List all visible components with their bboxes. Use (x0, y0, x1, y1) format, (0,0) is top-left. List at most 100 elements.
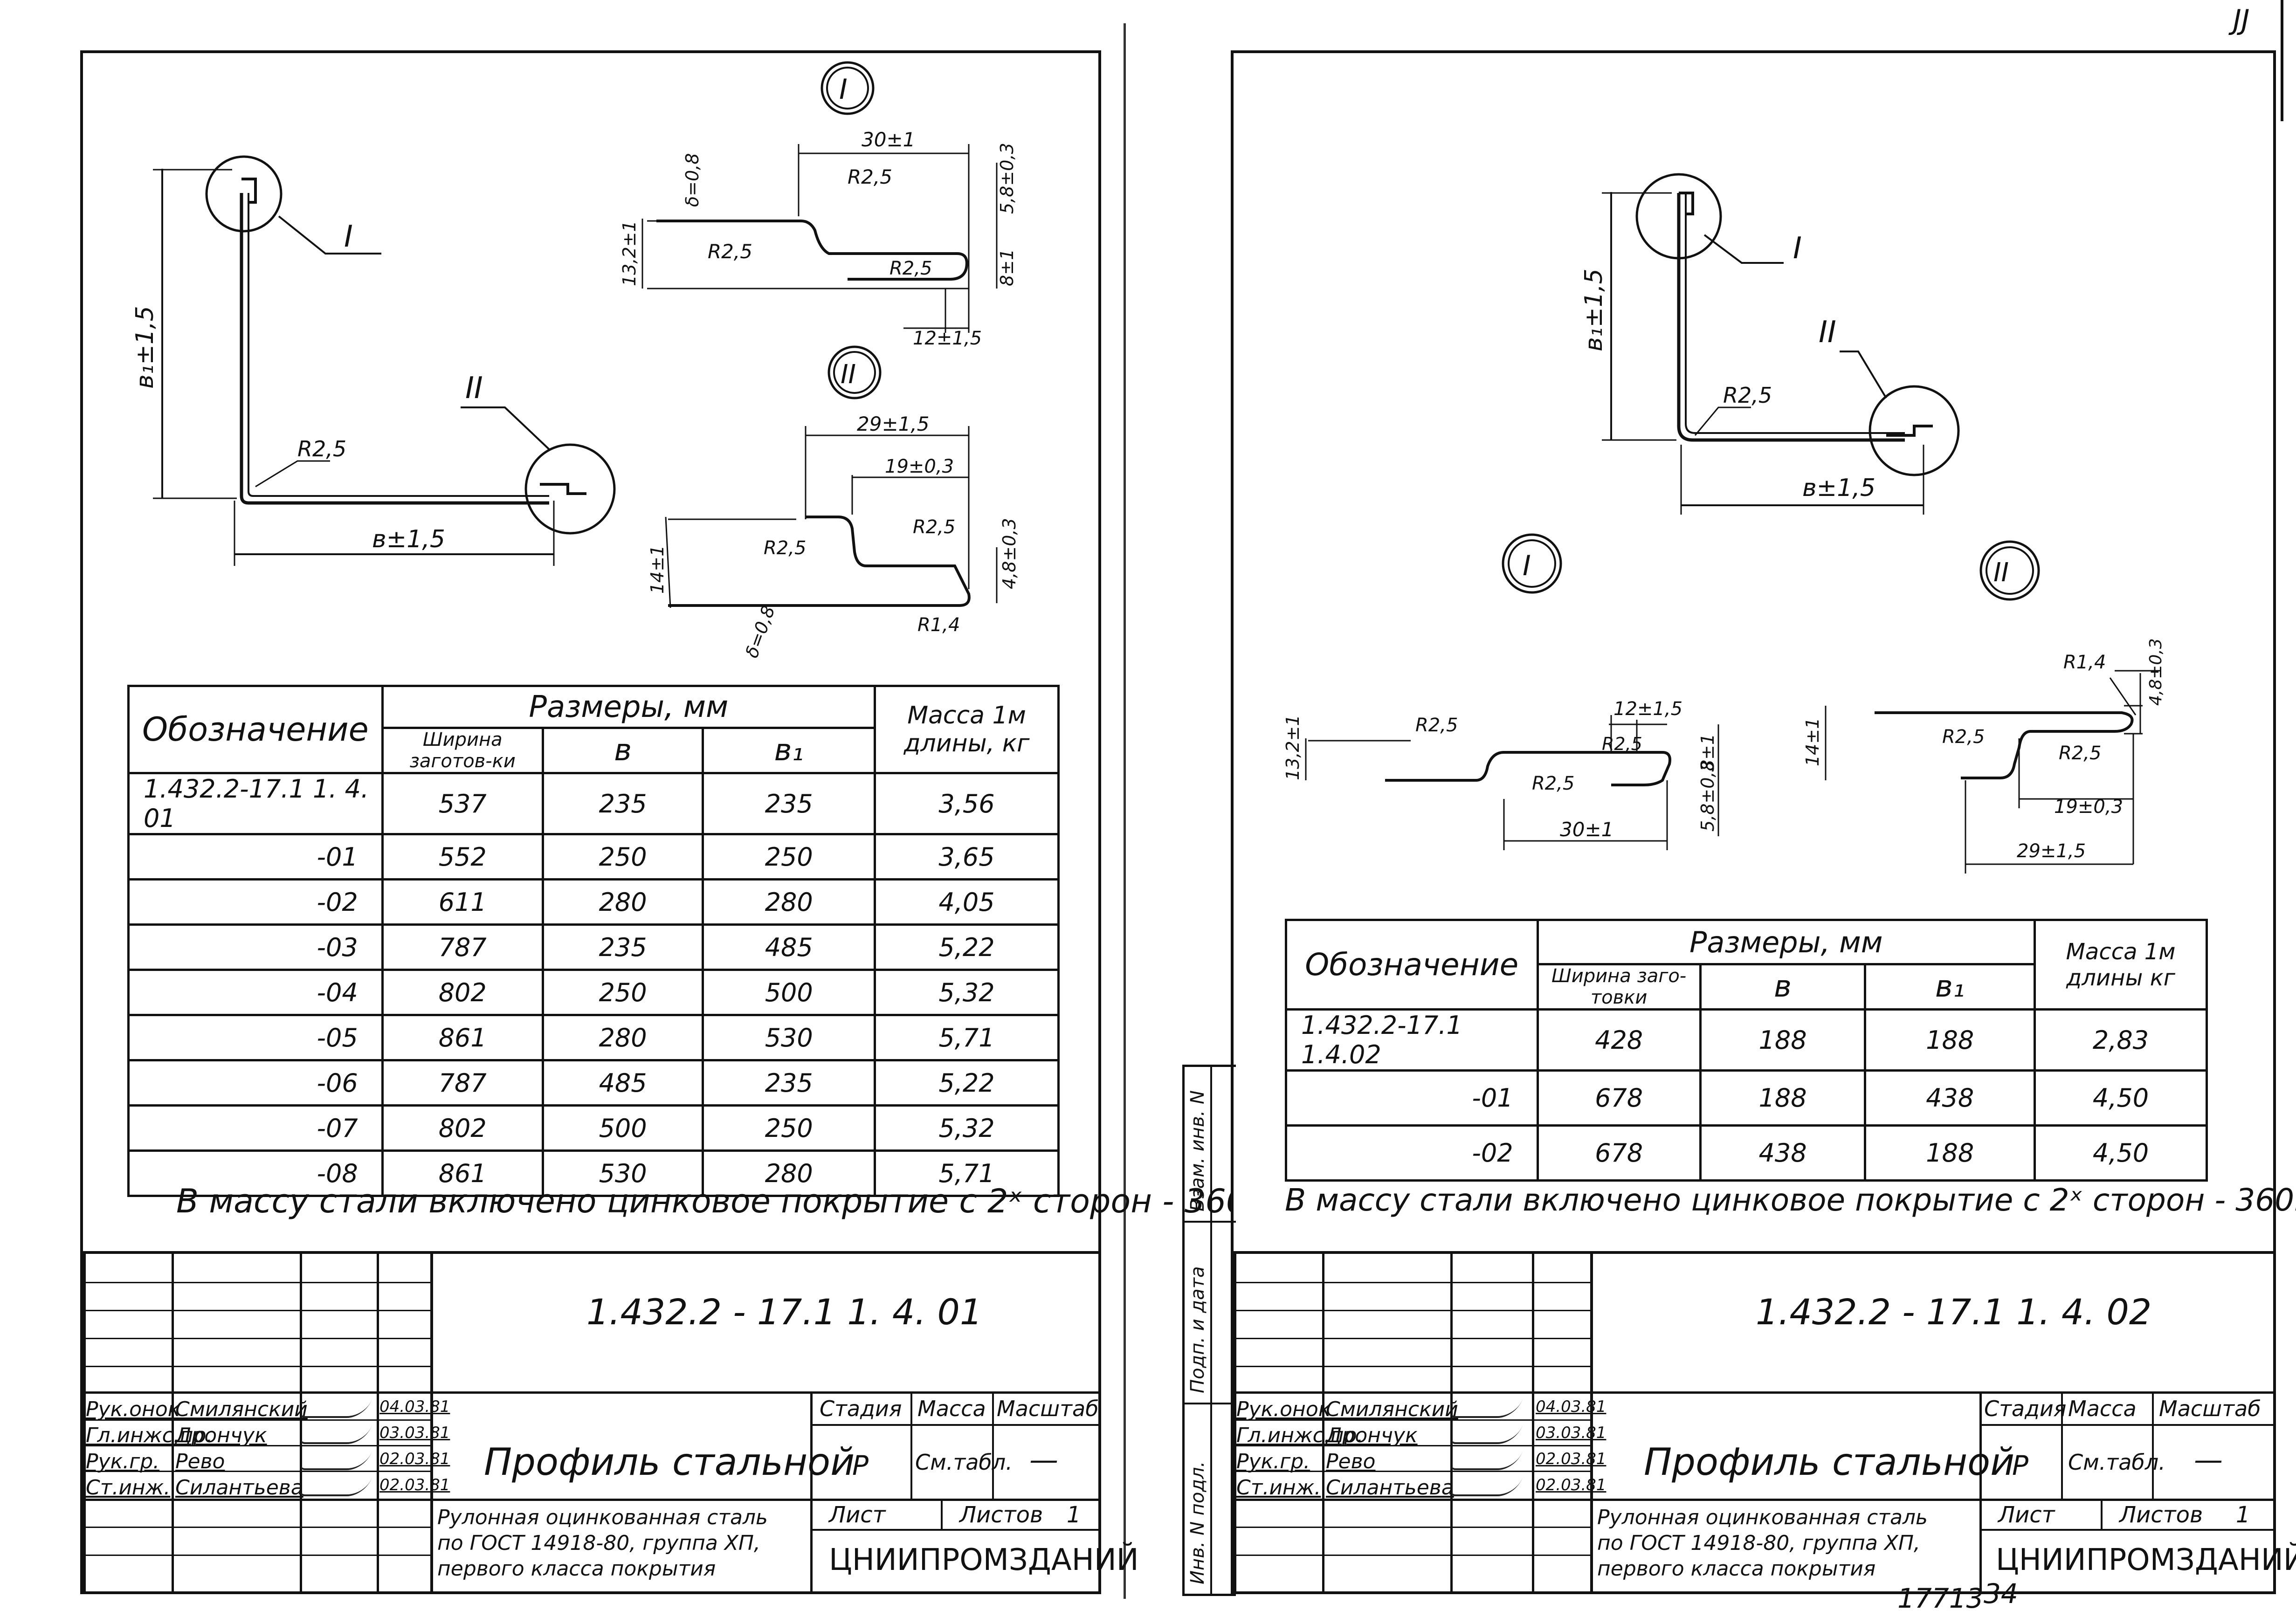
callout-i-label: I (1793, 231, 1802, 266)
drawing-sheet-left: I II в₁±1,5 в±1,5 R2,5 I 30±1 R2,5 R2,5 … (80, 50, 1313, 1594)
cell-b1: 500 (702, 969, 876, 1016)
person-date: 02.03.81 (379, 1450, 450, 1468)
svg-text:R2,5: R2,5 (1602, 734, 1642, 754)
cell-blank-width: 428 (1536, 1008, 1702, 1072)
cell-designation: 1.432.2-17.1 1.4.02 (1285, 1008, 1539, 1072)
cell-b: 500 (541, 1104, 704, 1152)
svg-text:12±1,5: 12±1,5 (913, 328, 982, 349)
cell-mass: 4,50 (2034, 1124, 2208, 1182)
svg-text:R1,4: R1,4 (2063, 652, 2106, 673)
fold-line (1124, 23, 1126, 1599)
person-role: Гл.инжс.пр. (1236, 1424, 1364, 1447)
svg-text:30±1: 30±1 (862, 128, 915, 151)
header-b: в (1699, 963, 1867, 1011)
person-date: 02.03.81 (1536, 1450, 1607, 1468)
cell-designation: -01 (127, 833, 384, 881)
header-dimensions: Размеры, мм (381, 685, 876, 729)
cell-mass: 5,22 (874, 1059, 1060, 1107)
cell-b1: 280 (702, 878, 876, 926)
cell-mass: 5,32 (874, 1104, 1060, 1152)
drawing-code: 1.432.2 - 17.1 1. 4. 01 (586, 1291, 983, 1333)
person-date: 04.03.81 (379, 1397, 450, 1416)
header-designation: Обозначение (1285, 919, 1539, 1011)
header-dimensions: Размеры, мм (1536, 919, 2036, 965)
zinc-coating-note-right: В массу стали включено цинковое покрытие… (1285, 1182, 2296, 1218)
cell-b: 250 (541, 969, 704, 1016)
person-name: Дрончук (175, 1424, 267, 1447)
dim-height-label: в₁±1,5 (1580, 268, 1608, 351)
cell-designation: -03 (127, 923, 384, 971)
cell-designation: -08 (127, 1149, 384, 1197)
person-name: Рево (175, 1450, 225, 1473)
archive-sheet: 34 (1984, 1578, 2018, 1610)
svg-text:R2,5: R2,5 (889, 258, 932, 279)
cell-blank-width: 861 (381, 1014, 544, 1061)
cell-b1: 235 (702, 1059, 876, 1107)
organization: ЦНИИПРОМЗДАНИЙ (829, 1543, 1139, 1577)
mass-value: См.табл. (915, 1450, 1013, 1475)
cell-designation: 1.432.2-17.1 1. 4. 01 (127, 772, 384, 835)
cell-b: 188 (1699, 1069, 1867, 1127)
side-stamp-column: Взам. инв. N Подп. и дата Инв. N подл. (1182, 1065, 1236, 1596)
mass-header: Масса (2068, 1396, 2137, 1421)
person-role: Гл.инжс.пр. (86, 1424, 213, 1447)
detail-i-right: I 12±1,5 R2,5 R2,5 R2,5 13,2±1 8±1 5,8±0… (1282, 533, 1719, 850)
cell-b1: 280 (702, 1149, 876, 1197)
cell-blank-width: 802 (381, 969, 544, 1016)
person-role: Ст.инж. (1236, 1476, 1321, 1500)
scale-header: Масштаб (997, 1396, 1099, 1421)
drawing-title: Профиль стальной (1644, 1440, 2015, 1484)
svg-text:R2,5: R2,5 (848, 165, 892, 188)
cell-designation: -07 (127, 1104, 384, 1152)
svg-text:29±1,5: 29±1,5 (2017, 840, 2086, 862)
cell-b: 250 (541, 833, 704, 881)
dimensions-table-left: Обозначение Размеры, мм Масса 1м длины, … (127, 685, 1060, 1197)
detail-i-left: I 30±1 R2,5 R2,5 R2,5 δ=0,8 5,8±0,3 13,2… (619, 61, 1017, 349)
sheet-header: Лист (829, 1502, 886, 1528)
svg-text:12±1,5: 12±1,5 (1613, 698, 1682, 720)
svg-text:R2,5: R2,5 (1415, 715, 1458, 736)
svg-text:13,2±1: 13,2±1 (619, 220, 640, 286)
cell-mass: 4,50 (2034, 1069, 2208, 1127)
svg-text:R2,5: R2,5 (913, 516, 955, 538)
cell-b: 280 (541, 1014, 704, 1061)
dim-width-label: в±1,5 (1802, 474, 1875, 502)
material-line-1: Рулонная оцинкованная сталь (437, 1506, 768, 1529)
person-date: 02.03.81 (1536, 1476, 1607, 1494)
person-date: 03.03.81 (379, 1424, 450, 1442)
person-role: Рук.гр. (86, 1450, 160, 1473)
person-role: Ст.инж. (86, 1476, 171, 1500)
person-date: 03.03.81 (1536, 1424, 1607, 1442)
cell-blank-width: 611 (381, 878, 544, 926)
edge-mark (2281, 0, 2283, 121)
material-line-1: Рулонная оцинкованная сталь (1597, 1506, 1928, 1529)
detail-ii-right: II R1,4 4,8±0,3 14±1 R2,5 R2,5 19±0,3 29… (1802, 540, 2165, 874)
sheet-header: Лист (1998, 1502, 2055, 1528)
person-name: Силантьева (175, 1476, 303, 1500)
cell-mass: 3,56 (874, 772, 1060, 835)
cell-b: 438 (1699, 1124, 1867, 1182)
svg-text:R2,5: R2,5 (708, 240, 752, 263)
cell-blank-width: 787 (381, 923, 544, 971)
dimensions-table-right: Обозначение Размеры, мм Масса 1м длины к… (1285, 919, 2208, 1182)
scale-header: Масштаб (2159, 1396, 2261, 1421)
svg-text:R2,5: R2,5 (1532, 773, 1574, 794)
cell-blank-width: 537 (381, 772, 544, 835)
cell-mass: 5,71 (874, 1149, 1060, 1197)
drawing-code: 1.432.2 - 17.1 1. 4. 02 (1756, 1291, 2152, 1333)
person-role: Рук.онок (1236, 1397, 1331, 1421)
scale-value: — (2194, 1443, 2223, 1477)
header-b1: в₁ (1864, 963, 2036, 1011)
signature (1450, 1424, 1523, 1444)
svg-text:19±0,3: 19±0,3 (885, 456, 954, 477)
svg-text:II: II (841, 359, 856, 390)
svg-text:R2,5: R2,5 (2059, 743, 2101, 764)
stage-value: Р (852, 1450, 869, 1481)
cell-designation: -04 (127, 969, 384, 1016)
cell-mass: 2,83 (2034, 1008, 2208, 1072)
cell-b: 235 (541, 923, 704, 971)
svg-text:II: II (1993, 557, 2009, 588)
